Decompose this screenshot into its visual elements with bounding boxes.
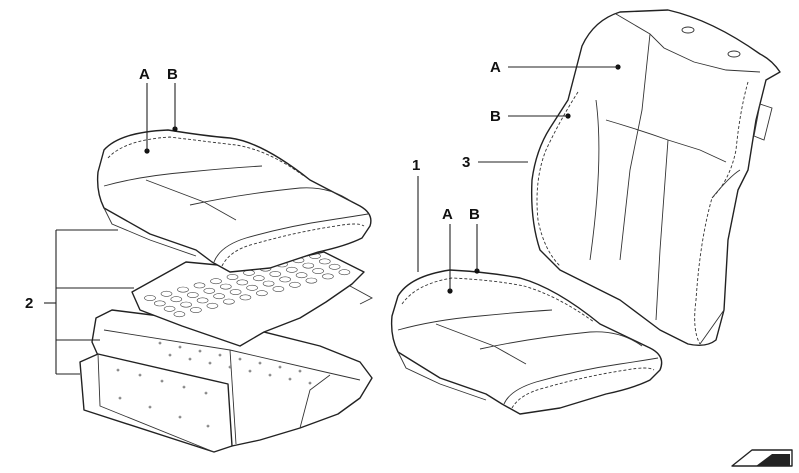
mat-pad — [180, 301, 192, 308]
mat-pad — [256, 290, 268, 297]
mat-pad — [154, 300, 166, 307]
mat-pad — [203, 287, 216, 294]
callout-b-left: B — [167, 66, 178, 83]
callout-a-back: A — [490, 59, 501, 76]
mat-pad — [262, 280, 275, 287]
mat-pad — [338, 269, 351, 276]
mat-pad — [305, 277, 318, 284]
mat-pad — [220, 283, 232, 290]
mat-pad — [173, 311, 186, 318]
callout-b-back: B — [490, 108, 501, 125]
mat-pad — [229, 289, 242, 295]
mat-pad — [206, 302, 219, 309]
mat-pad — [289, 281, 301, 288]
mat-pad — [193, 282, 206, 289]
callout-3: 3 — [462, 154, 470, 171]
callout-a-right: A — [442, 206, 453, 223]
mat-pad — [322, 273, 334, 280]
mat-pad — [279, 276, 291, 283]
mat-pad — [239, 294, 252, 301]
mat-pad — [190, 307, 202, 313]
callout-a-left: A — [139, 66, 150, 83]
left-cushion-cover — [96, 126, 372, 273]
mat-pad — [223, 298, 235, 305]
mat-pad — [170, 296, 183, 303]
callout-2: 2 — [25, 295, 33, 312]
mat-pad — [144, 295, 156, 301]
seat-front-block — [79, 353, 233, 453]
mat-pad — [226, 274, 239, 280]
mat-pad — [210, 278, 222, 285]
right-callouts: A B 3 1 A B — [412, 59, 618, 291]
callout-1: 1 — [412, 157, 420, 174]
backrest-cover — [531, 9, 781, 347]
mat-pad — [272, 286, 285, 292]
mat-pad — [269, 271, 282, 277]
mat-pad — [318, 258, 331, 265]
mat-pad — [163, 305, 176, 312]
right-cushion-cover — [390, 268, 663, 415]
mat-pad — [246, 284, 258, 291]
left-callouts: A B 2 — [25, 66, 178, 375]
mat-pad — [302, 262, 315, 269]
mat-pad — [312, 268, 324, 274]
mat-pad — [196, 297, 209, 304]
mat-pad — [213, 293, 225, 300]
mat-pad — [187, 292, 199, 298]
mat-pad — [285, 266, 298, 273]
callout-b-right: B — [469, 206, 480, 223]
mat-pad — [252, 275, 265, 282]
mat-pad — [177, 286, 189, 293]
mat-pad — [328, 263, 341, 270]
catalog-mark-icon — [731, 449, 793, 467]
mat-pad — [160, 290, 173, 297]
mat-pad — [236, 279, 249, 286]
mat-pad — [295, 272, 308, 279]
